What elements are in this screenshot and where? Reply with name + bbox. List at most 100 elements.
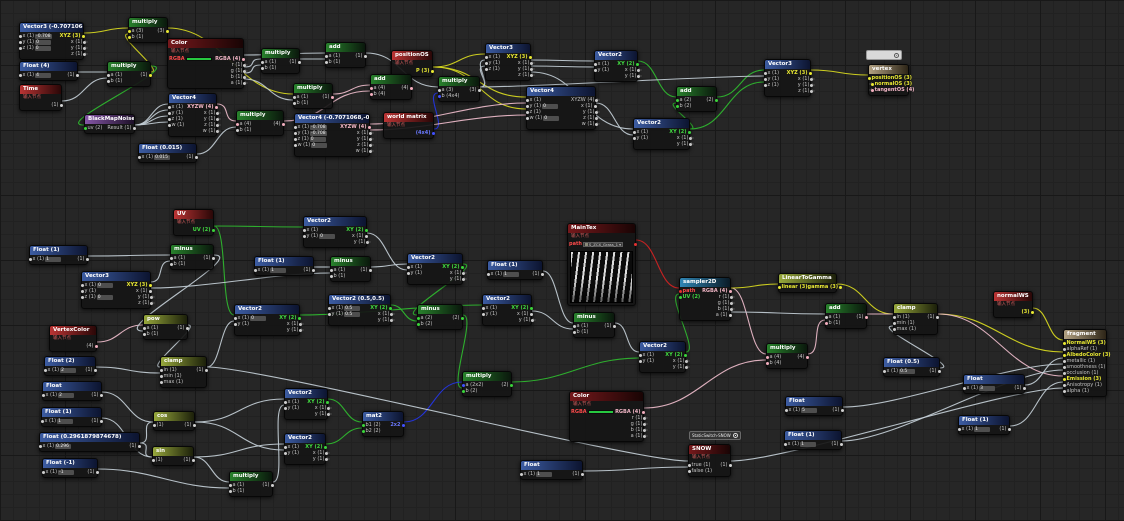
input-port[interactable]: [40, 419, 44, 423]
input-port[interactable]: [593, 62, 597, 66]
color-swatch[interactable]: [587, 410, 614, 414]
value-field[interactable]: 1: [536, 471, 553, 477]
output-port[interactable]: [839, 285, 843, 289]
output-port[interactable]: [637, 74, 641, 78]
output-port[interactable]: [810, 83, 814, 87]
output-port[interactable]: [243, 75, 247, 79]
output-port[interactable]: [477, 88, 481, 92]
input-port[interactable]: [80, 295, 84, 299]
output-port[interactable]: [150, 301, 154, 305]
input-port[interactable]: [233, 316, 237, 320]
input-port[interactable]: [678, 289, 682, 293]
input-port[interactable]: [80, 283, 84, 287]
output-port[interactable]: [299, 322, 303, 326]
gear-icon[interactable]: [894, 52, 899, 58]
value-field[interactable]: 0: [250, 315, 267, 321]
output-port[interactable]: [214, 105, 218, 109]
output-port[interactable]: [808, 71, 812, 75]
input-port[interactable]: [1062, 341, 1066, 345]
output-port[interactable]: [211, 256, 215, 260]
output-port[interactable]: [325, 451, 329, 455]
output-port[interactable]: [728, 289, 732, 293]
input-port[interactable]: [169, 256, 173, 260]
value-field[interactable]: -0.708: [35, 33, 52, 39]
input-port[interactable]: [1062, 347, 1066, 351]
output-port[interactable]: [595, 110, 599, 114]
output-port[interactable]: [95, 470, 99, 474]
output-port[interactable]: [369, 143, 373, 147]
output-port[interactable]: [728, 463, 732, 467]
output-port[interactable]: [390, 318, 394, 322]
value-field[interactable]: 2: [58, 392, 75, 398]
output-port[interactable]: [1007, 427, 1011, 431]
output-port[interactable]: [633, 242, 637, 246]
output-port[interactable]: [99, 393, 103, 397]
output-port[interactable]: [1030, 310, 1034, 314]
output-port[interactable]: [635, 62, 639, 66]
input-port[interactable]: [167, 117, 171, 121]
input-port[interactable]: [18, 73, 22, 77]
node-float-1-f[interactable]: Float (1)x (1)1(1): [957, 415, 1011, 435]
output-port[interactable]: [937, 369, 941, 373]
input-port[interactable]: [41, 470, 45, 474]
input-port[interactable]: [228, 489, 232, 493]
output-port[interactable]: [530, 73, 534, 77]
input-port[interactable]: [892, 315, 896, 319]
input-port[interactable]: [18, 40, 22, 44]
output-port[interactable]: [529, 306, 533, 310]
output-port[interactable]: [364, 228, 368, 232]
output-port[interactable]: [531, 318, 535, 322]
output-port[interactable]: [148, 283, 152, 287]
input-port[interactable]: [28, 257, 32, 261]
value-field[interactable]: -0.708: [310, 130, 327, 136]
value-field[interactable]: 0.296: [55, 443, 72, 449]
output-port[interactable]: [390, 312, 394, 316]
input-port[interactable]: [783, 442, 787, 446]
input-port[interactable]: [1062, 389, 1066, 393]
input-port[interactable]: [675, 98, 679, 102]
gear-icon[interactable]: [732, 433, 738, 438]
input-port[interactable]: [675, 104, 679, 108]
output-port[interactable]: [216, 117, 220, 121]
output-port[interactable]: [327, 406, 331, 410]
output-port[interactable]: [311, 268, 315, 272]
output-port[interactable]: [363, 54, 367, 58]
input-port[interactable]: [638, 353, 642, 357]
output-port[interactable]: [85, 257, 89, 261]
output-port[interactable]: [1022, 386, 1026, 390]
value-field[interactable]: 1: [800, 441, 817, 447]
input-port[interactable]: [43, 368, 47, 372]
input-port[interactable]: [233, 322, 237, 326]
node-float-neg1[interactable]: Float (-1)x (1)-1(1): [41, 458, 99, 478]
input-port[interactable]: [302, 234, 306, 238]
output-port[interactable]: [297, 60, 301, 64]
input-port[interactable]: [293, 131, 297, 135]
input-port[interactable]: [283, 445, 287, 449]
output-port[interactable]: [805, 355, 809, 359]
value-field[interactable]: -0.708: [310, 124, 327, 130]
output-port[interactable]: [165, 29, 169, 33]
input-port[interactable]: [302, 228, 306, 232]
input-port[interactable]: [235, 128, 239, 132]
value-field[interactable]: 3: [979, 385, 996, 391]
input-port[interactable]: [18, 46, 22, 50]
output-port[interactable]: [460, 265, 464, 269]
output-port[interactable]: [595, 98, 599, 102]
input-port[interactable]: [461, 389, 465, 393]
input-port[interactable]: [519, 472, 523, 476]
input-port[interactable]: [678, 295, 682, 299]
input-port[interactable]: [142, 332, 146, 336]
